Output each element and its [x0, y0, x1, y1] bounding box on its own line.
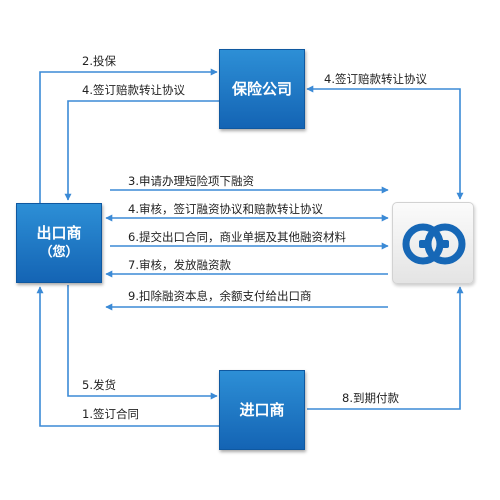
- edge-label-1: 1.签订合同: [82, 407, 139, 421]
- edge-label-4a: 4.签订赔款转让协议: [82, 83, 185, 97]
- bank-logo-icon: [402, 223, 466, 265]
- arrow-4a-insurance-to-exporter: [64, 100, 219, 201]
- insurance-company-node: 保险公司: [219, 49, 305, 129]
- bank-node: [392, 202, 474, 284]
- importer-node: 进口商: [219, 370, 305, 450]
- edge-label-4c: 4.签订赔款转让协议: [324, 72, 427, 86]
- edge-label-3: 3.申请办理短险项下融资: [128, 174, 254, 188]
- arrow-2-apply-insurance: [39, 68, 218, 203]
- arrow-1-sign-contract: [36, 286, 219, 427]
- exporter-node: 出口商 （您）: [16, 203, 102, 283]
- edge-label-8: 8.到期付款: [342, 391, 399, 405]
- edge-label-9: 9.扣除融资本息，余额支付给出口商: [128, 289, 312, 303]
- edge-label-6: 6.提交出口合同，商业单据及其他融资材料: [128, 230, 346, 244]
- edge-label-4b: 4.审核，签订融资协议和赔款转让协议: [128, 202, 323, 216]
- importer-label: 进口商: [239, 401, 285, 419]
- arrow-5-ship-goods: [67, 285, 218, 400]
- edge-label-7: 7.审核，发放融资款: [128, 258, 231, 272]
- insurance-company-label: 保险公司: [231, 80, 292, 98]
- arrow-4c-bank-insurance: [306, 85, 464, 200]
- exporter-label: 出口商: [36, 224, 82, 242]
- edge-label-2: 2.投保: [82, 54, 116, 68]
- edge-label-5: 5.发货: [82, 378, 116, 392]
- arrow-8-pay-at-maturity: [307, 286, 464, 410]
- exporter-note: （您）: [39, 245, 79, 260]
